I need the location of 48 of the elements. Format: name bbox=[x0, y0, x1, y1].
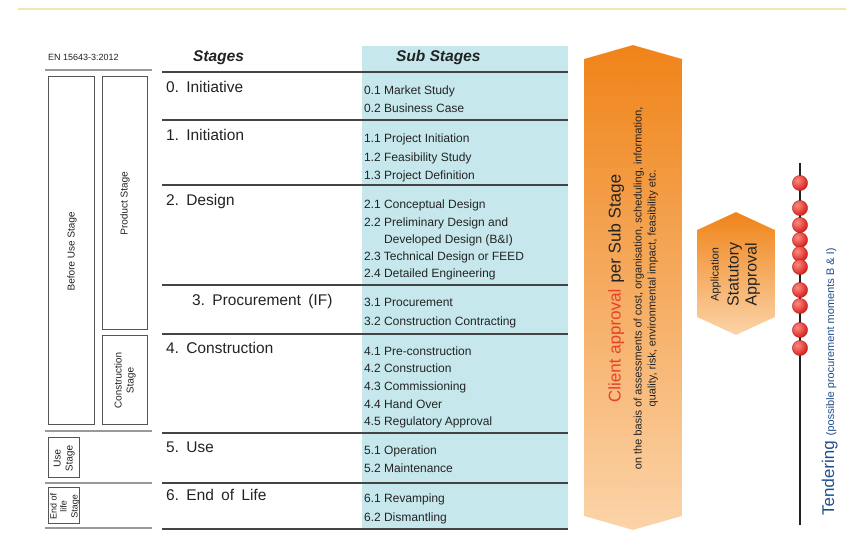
axis-note: (possible procurement moments B & I) bbox=[825, 248, 837, 436]
hexagon-banner bbox=[697, 212, 775, 335]
sub-stage-item: 0.2 Business Case bbox=[364, 100, 466, 117]
stage-name: 5. Use bbox=[166, 439, 214, 457]
sub-stage-item: 2.1 Conceptual Design bbox=[364, 196, 486, 213]
stage-name: 6. End of Life bbox=[166, 487, 266, 505]
standard-reference: EN 15643-3:2012 bbox=[48, 52, 119, 62]
stage-label: End of life Stage bbox=[48, 491, 80, 521]
stage-box bbox=[48, 437, 80, 478]
description: on the basis of assessments of cost, organisation, scheduling, information, quality, risk, environmental impact, feasibility etc. bbox=[632, 105, 660, 471]
stage-box bbox=[48, 76, 95, 425]
sub-stage-item: 6.1 Revamping bbox=[364, 490, 446, 507]
column-header: Stages bbox=[193, 48, 244, 66]
stage-label: Use Stage bbox=[52, 443, 76, 473]
sub-stage-item: 5.1 Operation bbox=[364, 442, 438, 459]
sub-stage-item: 3.2 Construction Contracting bbox=[364, 313, 518, 330]
stage-name: 2. Design bbox=[166, 192, 234, 210]
sub-stage-item: 2.2 Preliminary Design and Developed Design (B&I) bbox=[364, 214, 514, 248]
sub-stage-item: 2.4 Detailed Engineering bbox=[364, 265, 496, 282]
stage-name: 4. Construction bbox=[166, 340, 274, 358]
hexagon-banner bbox=[584, 45, 682, 530]
sub-stage-item: 4.2 Construction bbox=[364, 360, 452, 377]
stage-label: Before Use Stage bbox=[66, 210, 78, 292]
sub-stage-item: 6.2 Dismantling bbox=[364, 509, 448, 526]
sub-stage-item: 1.1 Project Initiation bbox=[364, 130, 470, 147]
stage-label: Construction Stage bbox=[114, 350, 136, 410]
sub-stage-item: 3.1 Procurement bbox=[364, 294, 454, 311]
sub-stage-item: 2.3 Technical Design or FEED bbox=[364, 248, 525, 265]
axis-title: Tendering bbox=[819, 440, 838, 515]
stage-label: Product Stage bbox=[119, 170, 131, 237]
stage-box bbox=[102, 76, 148, 330]
sub-stage-item: 1.3 Project Definition bbox=[364, 167, 476, 184]
column-header: Sub Stages bbox=[396, 48, 480, 66]
sub-stage-item: 4.5 Regulatory Approval bbox=[364, 413, 494, 430]
stage-name: 3. Procurement (IF) bbox=[192, 292, 332, 310]
sub-stage-item: 1.2 Feasibility Study bbox=[364, 149, 472, 166]
stage-box bbox=[102, 335, 148, 425]
heading: Statutory Approval bbox=[726, 240, 762, 308]
sub-stage-item: 4.3 Commissioning bbox=[364, 378, 468, 395]
stage-name: 0. Initiative bbox=[166, 79, 244, 97]
heading-highlight: Client approval bbox=[606, 288, 625, 402]
stage-name: 1. Initiation bbox=[166, 127, 244, 145]
sub-stage-item: 0.1 Market Study bbox=[364, 82, 456, 99]
sub-stage-item: 4.4 Hand Over bbox=[364, 396, 444, 413]
sub-stage-item: 4.1 Pre-construction bbox=[364, 343, 472, 360]
note: Application bbox=[710, 246, 722, 303]
heading: per Sub Stage bbox=[606, 173, 625, 282]
sub-stage-item: 5.2 Maintenance bbox=[364, 460, 454, 477]
